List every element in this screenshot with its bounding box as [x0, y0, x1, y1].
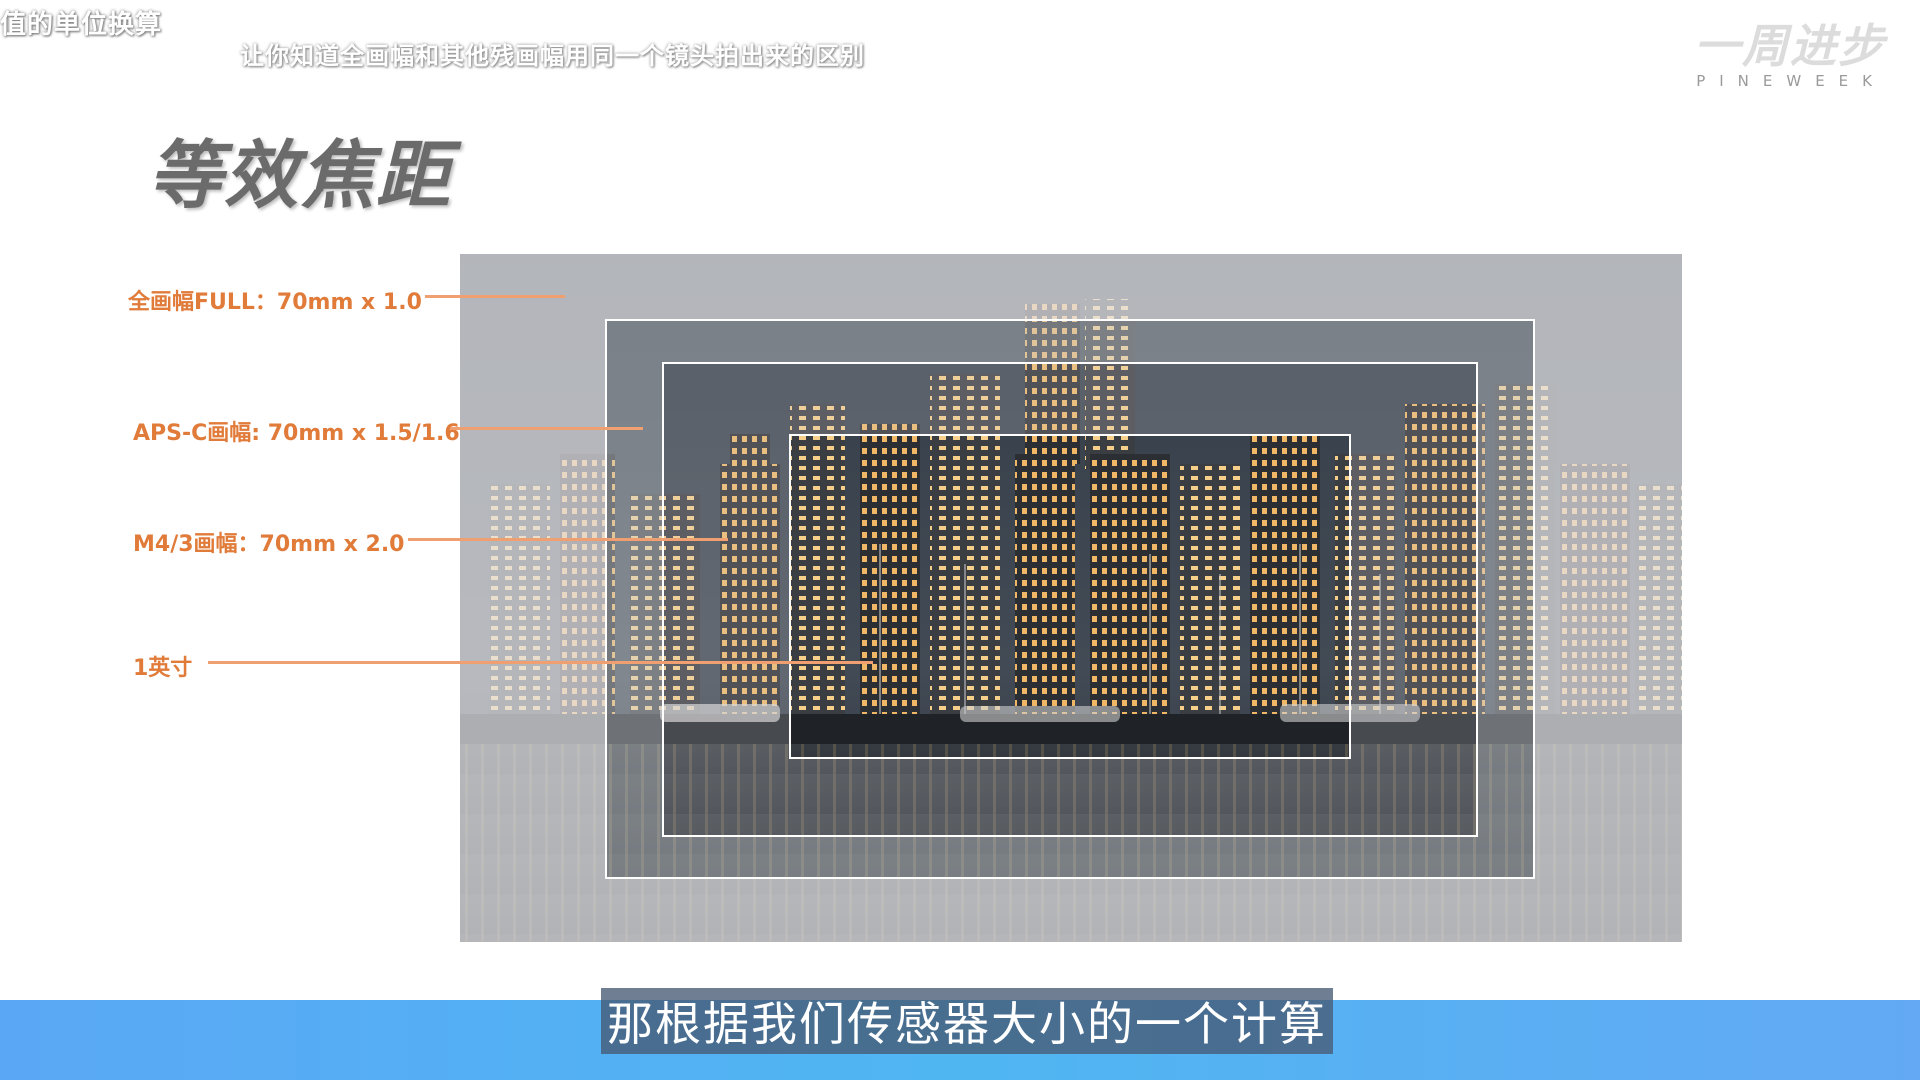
- label-one-inch: 1英寸: [133, 656, 193, 681]
- brand-logo: 一周进步 PINEWEEK: [1694, 10, 1886, 90]
- skyline-illustration: [460, 254, 1682, 942]
- brand-name-en: PINEWEEK: [1696, 72, 1886, 90]
- leader-apsc: [450, 427, 643, 430]
- label-apsc: APS-C画幅: 70mm x 1.5/1.6: [133, 421, 460, 446]
- leader-full-frame: [425, 295, 565, 298]
- chapter-title: 值的单位换算: [0, 10, 163, 40]
- leader-one-inch: [208, 661, 873, 664]
- label-full-frame: 全画幅FULL：70mm x 1.0: [128, 290, 422, 315]
- label-m43: M4/3画幅：70mm x 2.0: [133, 532, 405, 557]
- slide-title: 等效焦距: [148, 133, 452, 219]
- apsc-frame: [605, 319, 1535, 879]
- m43-frame: [662, 362, 1478, 837]
- subtitle-text: 那根据我们传感器大小的一个计算: [601, 988, 1333, 1054]
- leader-m43: [408, 538, 728, 541]
- city-skyline-photo: [460, 254, 1682, 942]
- one-inch-frame: [789, 434, 1351, 759]
- brand-name-cn: 一周进步: [1694, 19, 1886, 73]
- top-caption: 让你知道全画幅和其他残画幅用同一个镜头拍出来的区别: [240, 42, 865, 70]
